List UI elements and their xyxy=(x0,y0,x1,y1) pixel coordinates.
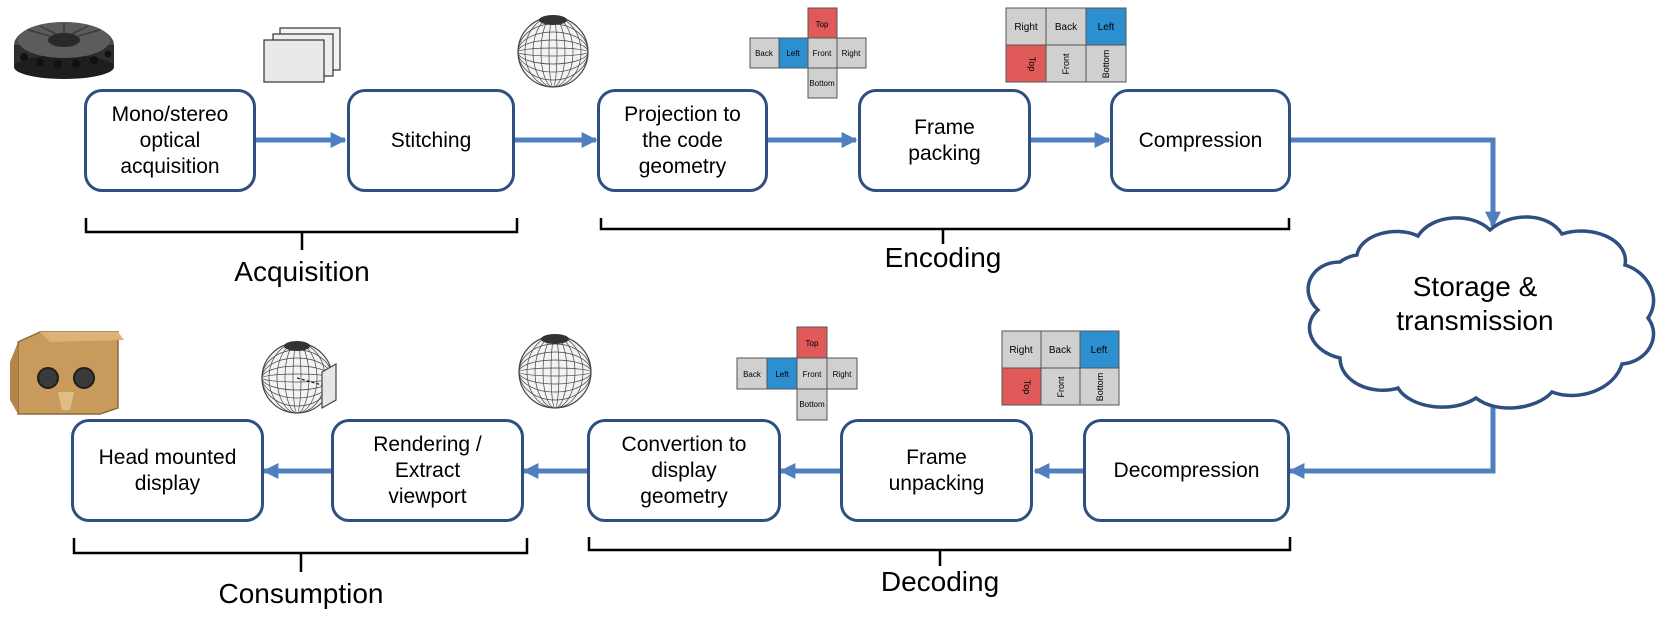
storage-cloud-label: Storage & transmission xyxy=(1396,271,1554,336)
arrows-top xyxy=(256,131,1502,228)
cube-cross-layout-icon xyxy=(749,7,867,99)
cube1-bottom-label: Bottom xyxy=(809,79,835,88)
sphere-viewport-icon xyxy=(261,341,337,414)
rendering-box: Rendering / Extract viewport xyxy=(331,419,524,522)
bracket-decoding xyxy=(587,537,1292,566)
frame-packing-box: Frame packing xyxy=(858,89,1031,192)
cube4-front-label: Front xyxy=(1056,376,1066,398)
cube2-bottom-label: Bottom xyxy=(1101,50,1111,79)
cube-cross-layout-icon-bottom xyxy=(736,326,858,421)
brackets xyxy=(72,218,1292,572)
cube2-top-label: Top xyxy=(1027,57,1037,72)
group-label-consumption: Consumption xyxy=(218,578,384,609)
cube2-front-label: Front xyxy=(1061,53,1071,75)
group-label-acquisition: Acquisition xyxy=(234,256,370,287)
storage-cloud-shape xyxy=(1306,215,1656,410)
projection-box: Projection to the code geometry xyxy=(597,89,768,192)
convertion-box: Convertion to display geometry xyxy=(587,419,781,522)
arrows-bottom xyxy=(262,400,1496,480)
cube3-bottom-label: Bottom xyxy=(799,400,825,409)
hmd-box: Head mounted display xyxy=(71,419,264,522)
cube1-left-label: Left xyxy=(786,49,800,58)
acquisition-box: Mono/stereo optical acquisition xyxy=(84,89,256,192)
bracket-acquisition xyxy=(84,218,519,250)
cube4-back-label: Back xyxy=(1049,345,1072,356)
cube-packed-layout-icon-bottom xyxy=(1001,330,1120,406)
compression-box: Compression xyxy=(1110,89,1291,192)
arrow-comp-to-cloud xyxy=(1291,137,1502,228)
frames-stack-icon xyxy=(263,27,341,83)
group-label-encoding: Encoding xyxy=(884,242,1002,273)
cube-packed-layout-icon xyxy=(1005,7,1127,83)
cube4-bottom-label: Bottom xyxy=(1095,373,1105,402)
cube1-back-label: Back xyxy=(755,49,774,58)
cube4-top-label: Top xyxy=(1022,380,1032,395)
sphere-icon-bottom xyxy=(518,334,592,409)
camera-rig-icon xyxy=(14,22,114,79)
cube3-back-label: Back xyxy=(743,370,762,379)
arrow-cloud-to-decomp xyxy=(1288,400,1496,480)
cube2-left-label: Left xyxy=(1098,22,1115,33)
cube3-front-label: Front xyxy=(803,370,822,379)
cube3-right-label: Right xyxy=(833,370,852,379)
cube3-left-label: Left xyxy=(775,370,789,379)
cube2-back-label: Back xyxy=(1055,22,1078,33)
cube3-top-label: Top xyxy=(806,339,819,348)
sphere-icon xyxy=(517,15,589,88)
cube4-left-label: Left xyxy=(1091,345,1108,356)
vr-headset-icon xyxy=(10,331,124,415)
bracket-encoding xyxy=(599,218,1291,244)
cube4-right-label: Right xyxy=(1009,345,1033,356)
stitching-box: Stitching xyxy=(347,89,515,192)
frame-unpacking-box: Frame unpacking xyxy=(840,419,1033,522)
cube1-front-label: Front xyxy=(813,49,832,58)
group-label-decoding: Decoding xyxy=(880,566,1000,597)
cube1-right-label: Right xyxy=(842,49,861,58)
cube2-right-label: Right xyxy=(1014,22,1038,33)
cube1-top-label: Top xyxy=(816,20,829,29)
bracket-consumption xyxy=(72,538,529,572)
decompression-box: Decompression xyxy=(1083,419,1290,522)
